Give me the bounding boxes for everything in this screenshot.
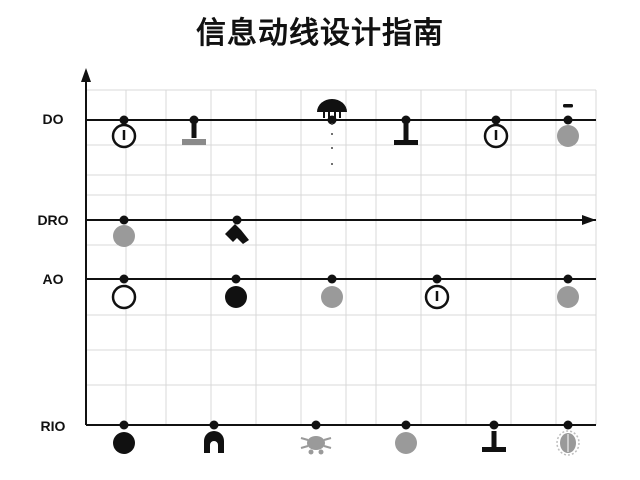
gray-dot-icon	[395, 432, 417, 454]
node-junction-dot	[311, 420, 321, 430]
flow-node	[225, 274, 247, 308]
hollow-circle-icon	[111, 284, 137, 310]
flow-node	[300, 420, 332, 455]
node-junction-dot	[119, 215, 129, 225]
flow-node	[483, 115, 509, 149]
node-junction-dot	[563, 274, 573, 284]
t-post-icon	[394, 124, 418, 145]
axis	[81, 68, 91, 425]
flow-node	[182, 115, 206, 145]
flow-nodes	[111, 99, 580, 456]
crab-icon	[300, 436, 332, 455]
y-axis-arrow-icon	[81, 68, 91, 82]
node-junction-dot	[119, 274, 129, 284]
row-label-ao: AO	[42, 271, 64, 287]
node-junction-dot	[563, 420, 573, 430]
flow-node	[113, 215, 135, 247]
flow-node	[321, 274, 343, 308]
node-junction-dot	[491, 115, 501, 125]
node-junction-dot	[119, 115, 129, 125]
clock-circle-icon	[483, 123, 509, 149]
flow-node	[317, 99, 347, 165]
flow-node	[556, 420, 580, 456]
node-junction-dot	[231, 274, 241, 284]
node-junction-dot	[232, 215, 242, 225]
mushroom-fountain-icon	[317, 99, 347, 165]
black-dot-icon	[113, 432, 135, 454]
node-junction-dot	[327, 274, 337, 284]
bug-icon	[556, 430, 580, 456]
clock-circle-icon	[111, 123, 137, 149]
flow-node	[482, 420, 506, 452]
row-label-rio: RIO	[40, 418, 66, 434]
gray-dot-icon	[321, 286, 343, 308]
row-label-dro: DRO	[37, 212, 69, 228]
node-junction-dot	[119, 420, 129, 430]
flow-node	[111, 274, 137, 310]
gray-dot-icon	[113, 225, 135, 247]
flow-node	[557, 104, 579, 147]
wrench-icon	[225, 224, 249, 244]
node-junction-dot	[563, 115, 573, 125]
node-junction-dot	[189, 115, 199, 125]
gray-dot-icon	[557, 286, 579, 308]
node-junction-dot	[489, 420, 499, 430]
flow-line-arrow-icon	[582, 215, 596, 225]
gray-dot-icon	[557, 125, 579, 147]
flow-lines	[86, 119, 596, 426]
grid	[85, 89, 597, 425]
t-post-icon	[482, 431, 506, 452]
arch-icon	[204, 431, 224, 453]
node-junction-dot	[432, 274, 442, 284]
flow-node	[394, 115, 418, 145]
row-label-do: DO	[42, 111, 64, 127]
bench-icon	[182, 124, 206, 145]
flow-node	[111, 115, 137, 149]
flow-node	[113, 420, 135, 454]
node-junction-dot	[401, 420, 411, 430]
flow-node	[204, 420, 224, 453]
page-title: 信息动线设计指南	[196, 16, 444, 51]
flow-node	[395, 420, 417, 454]
node-junction-dot	[401, 115, 411, 125]
flow-node	[557, 274, 579, 308]
clock-circle-icon	[424, 284, 450, 310]
black-dot-icon	[225, 286, 247, 308]
dash-marker-icon	[563, 104, 573, 108]
flow-node	[225, 215, 249, 244]
node-junction-dot	[209, 420, 219, 430]
flow-node	[424, 274, 450, 310]
